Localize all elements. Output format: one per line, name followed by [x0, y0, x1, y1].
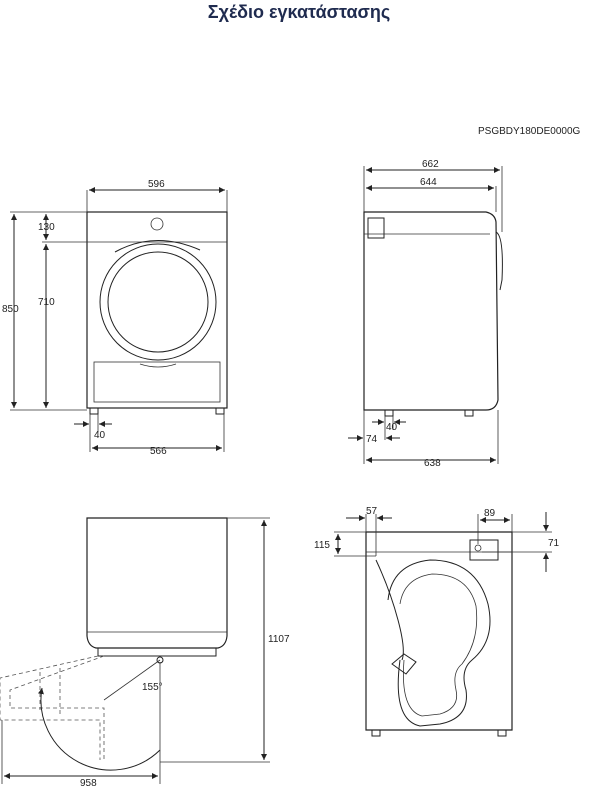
dim-foot-span: 566: [150, 446, 167, 457]
kick-plate-handle: [139, 363, 177, 368]
dim-depth-body: 644: [420, 177, 437, 188]
side-door-profile: [495, 231, 503, 291]
dim-depth-total: 662: [422, 159, 439, 170]
front-cabinet: [86, 211, 228, 409]
drum-inner-contour: [399, 573, 478, 717]
dim-height-stacked: 1107: [268, 634, 290, 645]
front-foot-right: [215, 407, 225, 415]
open-door-outline-inner: [9, 655, 105, 760]
door-opening-view: 155° 1107 958: [0, 517, 290, 788]
drum-contour: [387, 559, 491, 727]
dim-left-height: 115: [314, 540, 330, 551]
hose-clip: [391, 653, 417, 675]
dim-left-top: 57: [366, 506, 378, 517]
dim-top-panel: 130: [38, 222, 55, 233]
dim-right-height: 71: [548, 538, 560, 549]
door-outer-ring: [99, 243, 217, 361]
side-filter-block: [367, 217, 385, 239]
drain-hose: [375, 559, 404, 661]
dim-foot-back: 40: [386, 422, 398, 433]
side-foot-back: [384, 409, 394, 417]
rear-foot-left: [371, 729, 381, 737]
door-inner-ring: [107, 251, 209, 353]
door-hinge-bar: [97, 647, 217, 657]
front-view: 596 850 130 710 40 566: [2, 179, 228, 457]
model-code: PSGBDY180DE0000G: [478, 126, 581, 137]
rear-outlet-hole: [474, 544, 482, 552]
dim-width: 596: [148, 179, 165, 190]
rear-view: 57 115 89 71: [314, 506, 560, 737]
program-knob-icon: [150, 217, 164, 231]
dim-height-total: 850: [2, 304, 19, 315]
door-top-arc: [114, 240, 201, 253]
rear-outlet-box: [469, 539, 499, 561]
swing-arc: [38, 687, 161, 771]
open-door-outline-outer: [0, 655, 101, 760]
dim-width-open: 958: [80, 778, 97, 788]
side-foot-front: [464, 409, 474, 417]
rear-cabinet: [365, 531, 513, 731]
dim-right-top: 89: [484, 508, 496, 519]
front-foot-left: [89, 407, 99, 415]
page-title: Σχέδιο εγκατάστασης: [207, 2, 391, 22]
kick-plate: [93, 361, 221, 403]
top-view-cabinet: [86, 517, 228, 649]
dim-rear-offset: 74: [366, 434, 378, 445]
dim-depth-base: 638: [424, 458, 441, 469]
dim-foot-offset: 40: [94, 430, 106, 441]
side-view: 662 644 40 74 638: [348, 159, 503, 469]
rear-foot-right: [497, 729, 507, 737]
dim-door-height: 710: [38, 297, 55, 308]
angle-label: 155°: [142, 682, 163, 693]
side-cabinet: [363, 211, 499, 411]
